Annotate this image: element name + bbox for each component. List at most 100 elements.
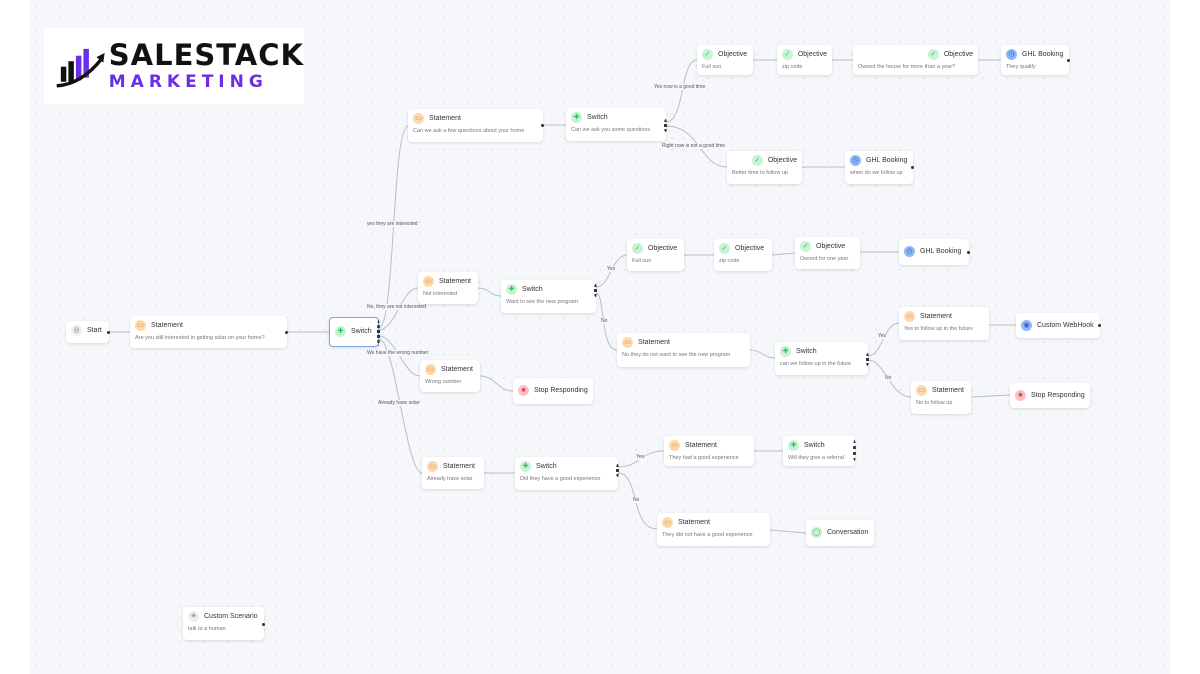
node-title: Switch xyxy=(522,286,543,293)
node-title: GHL Booking xyxy=(1022,51,1064,58)
node-text: Are you still interested in getting sola… xyxy=(135,335,265,341)
handle[interactable] xyxy=(541,124,544,127)
switch-icon: ✚ xyxy=(335,326,346,337)
stop-icon: ■ xyxy=(1015,390,1026,401)
handle[interactable] xyxy=(262,623,265,626)
switch-icon: ✚ xyxy=(788,440,799,451)
node-text: Will they give a referral xyxy=(788,455,844,461)
switch-handles[interactable] xyxy=(664,119,667,132)
node-title: Statement xyxy=(638,339,670,346)
node-title: Objective xyxy=(767,157,797,164)
node-text: Full sun xyxy=(632,258,652,264)
statement-icon: ▭ xyxy=(423,276,434,287)
handle[interactable] xyxy=(285,331,288,334)
handle[interactable] xyxy=(967,251,970,254)
handle[interactable] xyxy=(911,166,914,169)
switch-handles[interactable] xyxy=(616,464,619,477)
switch-icon: ✚ xyxy=(571,112,582,123)
calendar-icon: ◷ xyxy=(1006,49,1017,60)
node-title: Custom Scenario xyxy=(204,613,258,620)
node-text: Better time to follow up xyxy=(732,170,788,176)
node-text: when do we follow up xyxy=(850,170,903,176)
node-title: Conversation xyxy=(827,529,869,536)
statement-icon: ▭ xyxy=(622,337,633,348)
node-text: Owned the house for more than a year? xyxy=(858,64,956,70)
edge-label: Right now is not a good time xyxy=(662,143,726,149)
node-title: Statement xyxy=(439,278,471,285)
node-title: Start xyxy=(87,327,102,334)
node-title: Switch xyxy=(796,348,817,355)
calendar-icon: ◷ xyxy=(850,155,861,166)
node-title: Objective xyxy=(943,51,973,58)
edge-label: No, they are not interested xyxy=(367,304,426,310)
switch-handles[interactable] xyxy=(853,440,856,461)
handle[interactable] xyxy=(1098,324,1101,327)
node-title: Statement xyxy=(920,313,952,320)
logo-subtext: MARKETING xyxy=(108,72,268,92)
stop-responding-node[interactable]: ■ Stop Responding xyxy=(1010,383,1090,408)
ghl-booking-node[interactable]: ◷GHL Booking xyxy=(899,239,969,265)
switch-handles[interactable] xyxy=(377,320,380,346)
node-title: Switch xyxy=(804,442,825,449)
node-title: Switch xyxy=(587,114,608,121)
edge-label: Yes xyxy=(878,333,887,339)
statement-icon: ▭ xyxy=(425,364,436,375)
custom-webhook-node[interactable]: ◉ Custom WebHook xyxy=(1016,313,1100,338)
node-title: Objective xyxy=(797,51,827,58)
handle[interactable] xyxy=(1067,59,1070,62)
start-node[interactable]: ◎Start xyxy=(66,321,109,343)
edge-label: yes they are interested xyxy=(367,221,418,227)
node-text: Can we ask you some questions xyxy=(571,127,651,133)
node-text: zip code xyxy=(782,64,803,70)
node-title: Objective xyxy=(816,243,846,250)
switch-icon: ✚ xyxy=(506,284,517,295)
switch-icon: ✚ xyxy=(520,461,531,472)
node-text: Owned for one year xyxy=(800,256,849,262)
stop-responding-node[interactable]: ■Stop Responding xyxy=(513,378,593,404)
node-title: Stop Responding xyxy=(1031,392,1085,399)
node-text: Already have solar xyxy=(427,476,473,482)
switch-handles[interactable] xyxy=(594,284,597,297)
check-icon: ✓ xyxy=(702,49,713,60)
node-title: Switch xyxy=(351,328,372,335)
node-text: They qualify xyxy=(1006,64,1036,70)
switch-node-main[interactable]: ✚ Switch xyxy=(329,317,379,347)
check-icon: ✓ xyxy=(719,243,730,254)
switch-icon: ✚ xyxy=(780,346,791,357)
node-title: Custom WebHook xyxy=(1037,322,1094,329)
switch-handles[interactable] xyxy=(866,353,869,366)
webhook-icon: ◉ xyxy=(1021,320,1032,331)
check-icon: ✓ xyxy=(800,241,811,252)
node-text: Did they have a good experience xyxy=(520,476,601,482)
logo-chart-icon xyxy=(56,48,105,88)
edge-label: Already have solar xyxy=(378,400,420,406)
conversation-node[interactable]: ◯Conversation xyxy=(806,520,874,546)
node-title: GHL Booking xyxy=(920,248,962,255)
handle[interactable] xyxy=(107,331,110,334)
